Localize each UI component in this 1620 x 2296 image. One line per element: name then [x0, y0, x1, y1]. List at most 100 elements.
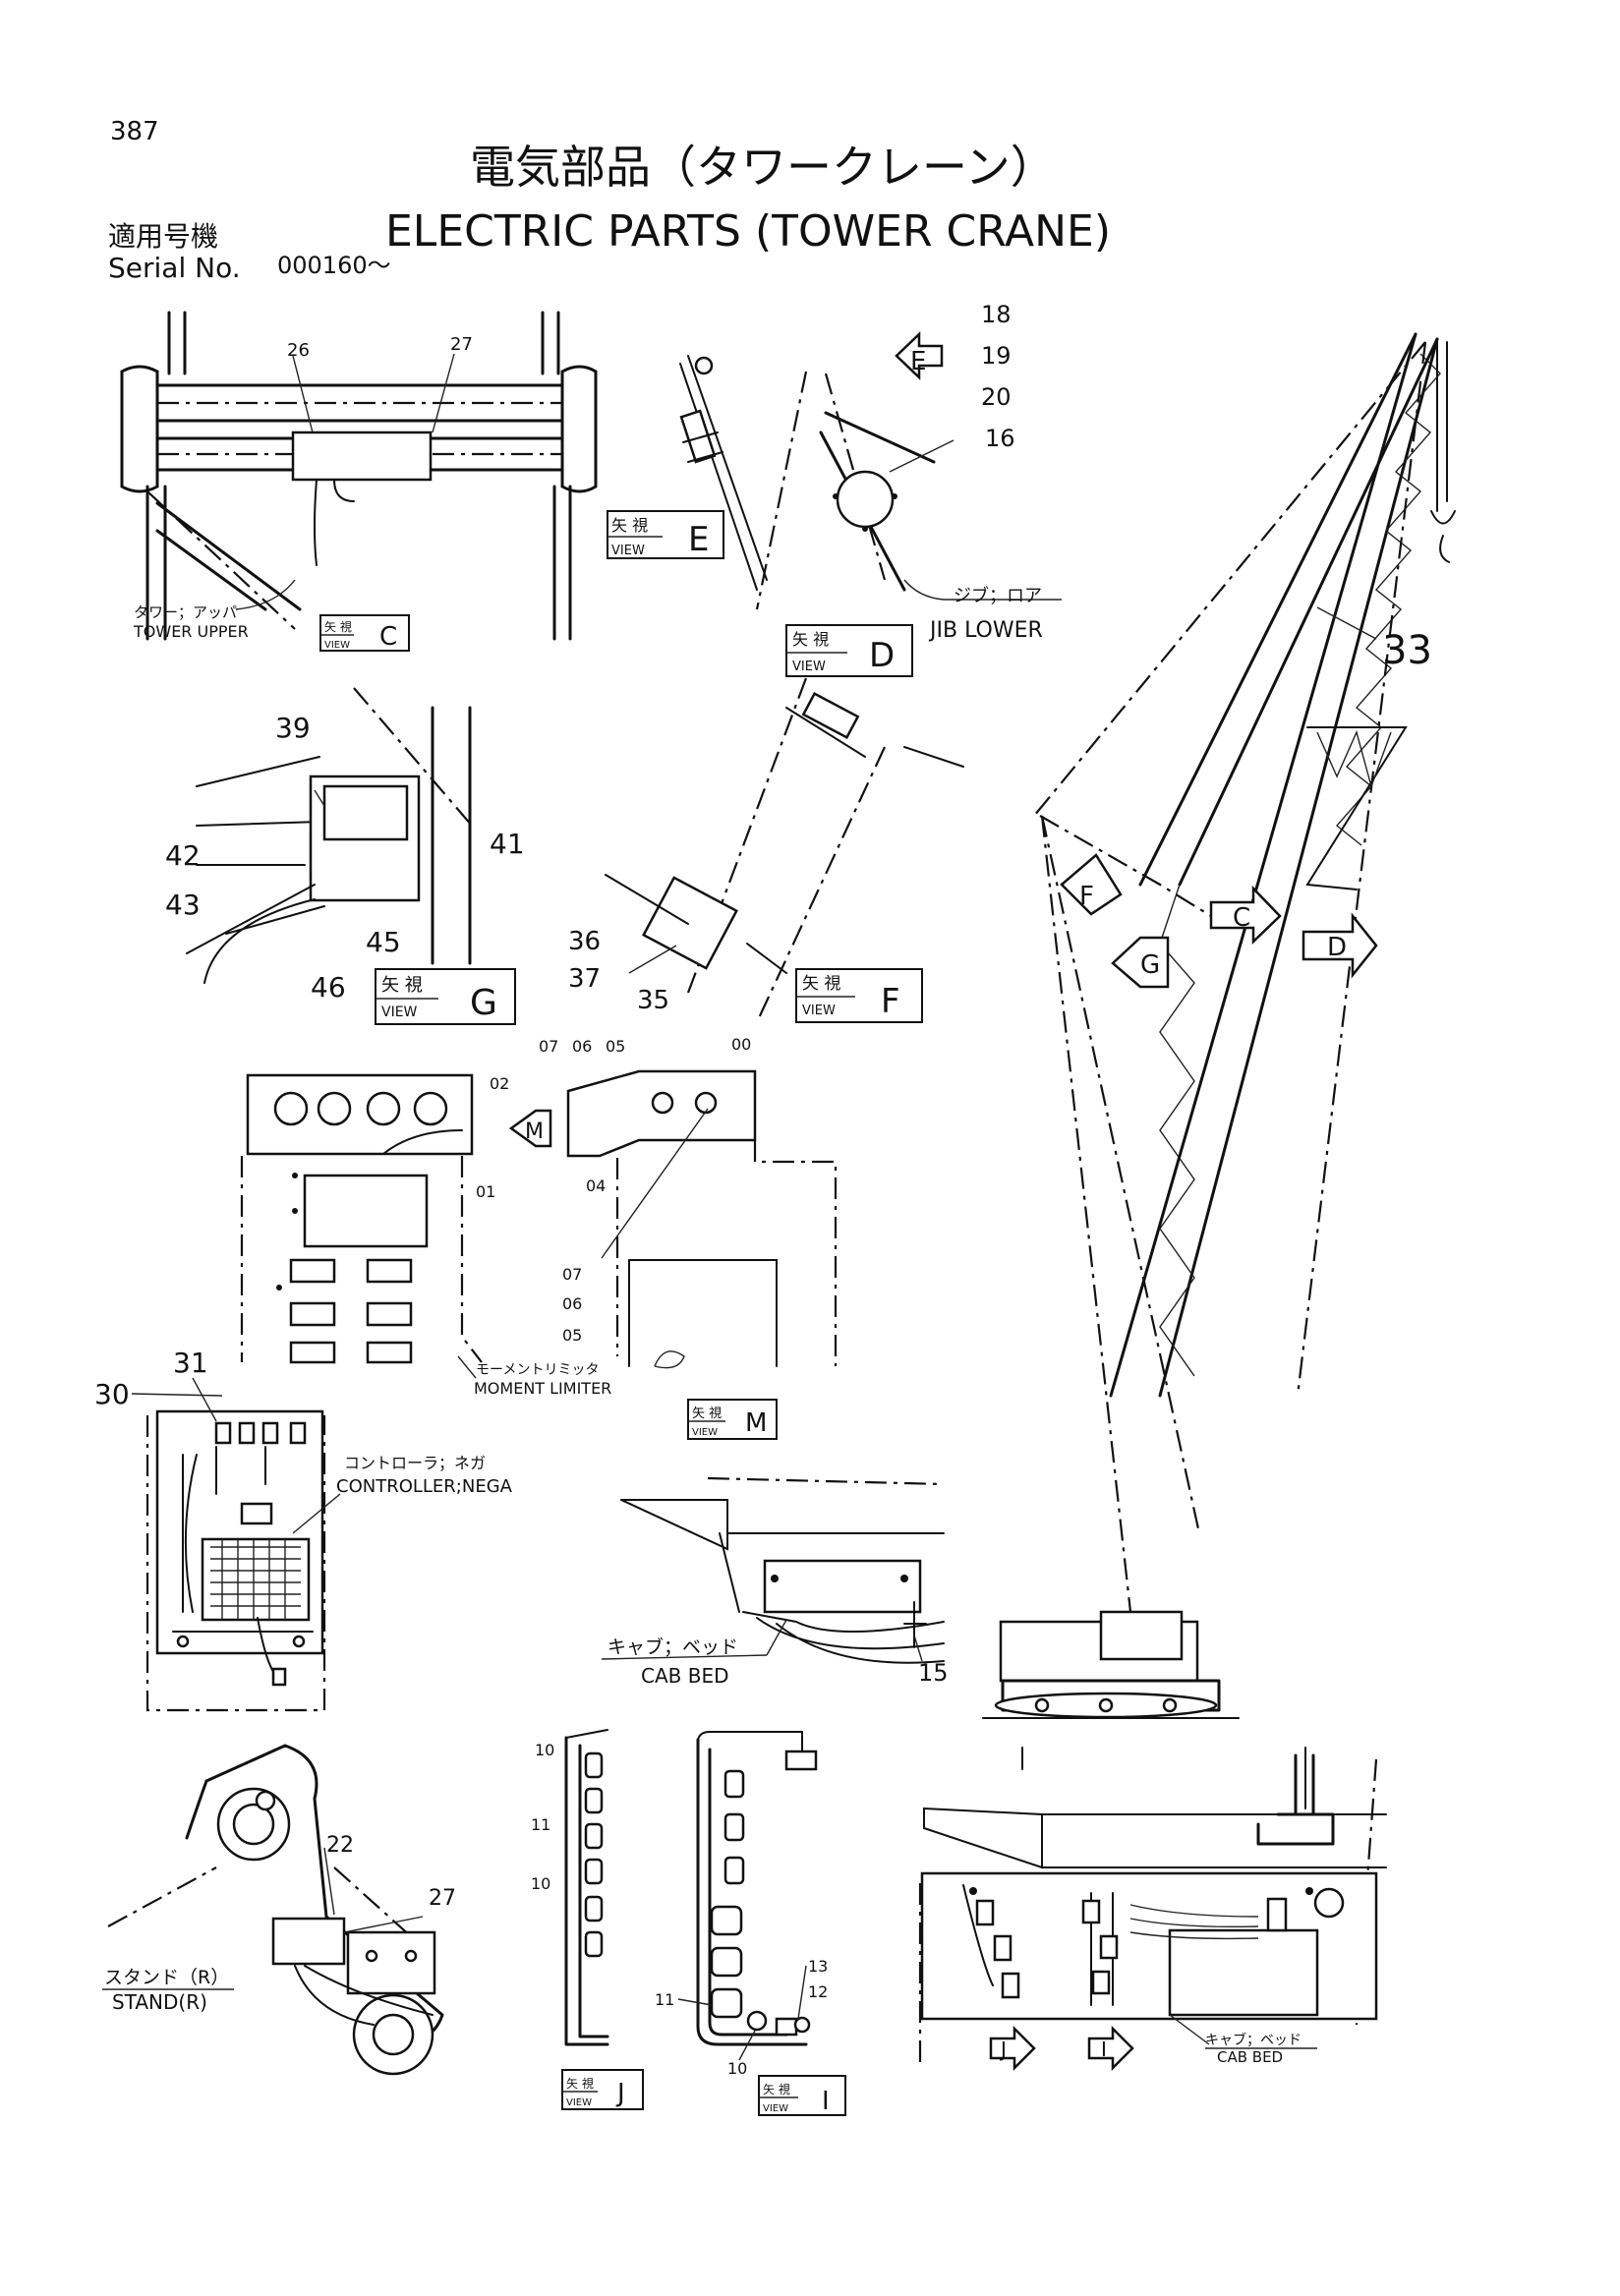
page-number: 387: [110, 117, 159, 146]
callout-18: 18: [981, 301, 1012, 328]
callout-01: 01: [476, 1182, 495, 1201]
view-f-label: 矢 視 VIEW F: [795, 968, 923, 1023]
callout-45: 45: [366, 926, 401, 958]
tower-upper-label-jp: タワー；アッパ: [134, 603, 237, 621]
callout-05-top: 05: [606, 1037, 625, 1056]
cab-bed-right-drawing: [918, 1747, 1387, 2064]
callout-07-top: 07: [539, 1037, 558, 1056]
callout-10-j-top: 10: [535, 1741, 554, 1759]
svg-text:VIEW: VIEW: [692, 1427, 718, 1438]
callout-06-top: 06: [572, 1037, 592, 1056]
svg-text:I: I: [1101, 2038, 1107, 2061]
jib-lower-label-jp: ジブ；ロア: [954, 585, 1042, 606]
svg-text:矢 視: 矢 視: [792, 630, 829, 649]
callout-06-side: 06: [562, 1294, 582, 1313]
view-m-label: 矢 視 VIEW M: [687, 1399, 778, 1440]
callout-31: 31: [173, 1347, 208, 1379]
svg-text:矢 視: 矢 視: [763, 2082, 790, 2096]
arrow-j-marker: J: [989, 2025, 1036, 2072]
callout-37: 37: [568, 964, 601, 994]
stand-r-drawing: [107, 1744, 444, 2076]
moment-limiter-label-jp: モーメントリミッタ: [476, 1362, 599, 1378]
callout-11-i: 11: [655, 1990, 674, 2009]
callout-36: 36: [568, 927, 601, 956]
controller-nega-drawing: [145, 1409, 326, 1712]
callout-35: 35: [637, 986, 669, 1015]
view-d-label: 矢 視 VIEW D: [785, 624, 913, 677]
arrow-f-marker: F: [1060, 853, 1123, 916]
callout-12: 12: [808, 1982, 828, 2001]
svg-text:VIEW: VIEW: [381, 1004, 418, 1020]
callout-42: 42: [165, 839, 201, 872]
callout-22: 22: [326, 1833, 354, 1858]
svg-text:J: J: [999, 2038, 1007, 2061]
svg-text:D: D: [869, 636, 895, 675]
page-title-jp: 電気部品（タワークレーン）: [470, 141, 1056, 194]
callout-07-side: 07: [562, 1265, 582, 1284]
serial-label-en: Serial No.: [108, 252, 241, 284]
callout-39: 39: [275, 712, 311, 744]
svg-text:矢 視: 矢 視: [611, 516, 648, 535]
view-g-label: 矢 視 VIEW G: [375, 968, 516, 1025]
arrow-e-marker: E: [895, 331, 944, 380]
moment-limiter-detail: [566, 1069, 838, 1369]
tower-upper-label-en: TOWER UPPER: [133, 622, 249, 641]
callout-27-stand: 27: [429, 1886, 456, 1911]
callout-10-j-mid: 10: [531, 1874, 550, 1893]
arrow-c-marker: C: [1209, 885, 1282, 945]
callout-16: 16: [985, 425, 1015, 452]
view-f-drawing: [605, 677, 964, 1023]
svg-text:VIEW: VIEW: [324, 640, 350, 651]
callout-33: 33: [1382, 628, 1432, 673]
svg-text:矢 視: 矢 視: [324, 619, 352, 634]
svg-text:VIEW: VIEW: [763, 2103, 788, 2114]
view-e-drawing: [679, 355, 768, 591]
svg-text:F: F: [881, 982, 900, 1021]
serial-value: 000160～: [277, 252, 391, 279]
callout-00: 00: [731, 1035, 751, 1054]
svg-text:E: E: [688, 520, 709, 559]
callout-11-j: 11: [531, 1815, 550, 1834]
callout-30: 30: [94, 1378, 130, 1410]
callout-10-i: 10: [727, 2059, 747, 2078]
callout-46: 46: [311, 971, 346, 1004]
view-j-label: 矢 視 VIEW J: [561, 2069, 644, 2110]
moment-limiter-drawing: [240, 1073, 483, 1364]
svg-text:矢 視: 矢 視: [381, 975, 423, 996]
callout-04: 04: [586, 1177, 606, 1195]
page-title-en: ELECTRIC PARTS (TOWER CRANE): [385, 206, 1111, 257]
view-e-label: 矢 視 VIEW E: [607, 510, 724, 559]
svg-text:C: C: [1233, 903, 1250, 933]
jib-lower-label-en: JIB LOWER: [928, 618, 1043, 643]
jib-lower-drawing: [755, 371, 1062, 610]
svg-text:M: M: [745, 1408, 767, 1438]
svg-text:M: M: [525, 1119, 544, 1144]
callout-15: 15: [918, 1659, 949, 1687]
svg-text:C: C: [379, 622, 397, 652]
stand-label-jp: スタンド（R）: [104, 1967, 229, 1988]
arrow-i-marker: I: [1087, 2025, 1134, 2072]
view-g-drawing: [186, 687, 473, 984]
controller-label-jp: コントローラ；ネガ: [344, 1454, 486, 1472]
callout-41: 41: [490, 828, 525, 860]
view-j-drawing: [564, 1729, 609, 2046]
svg-text:矢 視: 矢 視: [566, 2076, 594, 2091]
view-i-label: 矢 視 VIEW I: [758, 2075, 846, 2116]
arrow-m-marker: M: [508, 1109, 552, 1148]
svg-text:VIEW: VIEW: [566, 2097, 592, 2108]
svg-text:矢 視: 矢 視: [802, 974, 840, 994]
cab-bed-center-drawing: [620, 1476, 945, 1664]
svg-text:F: F: [1079, 882, 1094, 911]
callout-13: 13: [808, 1957, 828, 1976]
controller-label-en: CONTROLLER;NEGA: [336, 1476, 513, 1497]
callout-43: 43: [165, 889, 201, 921]
callout-19: 19: [981, 342, 1012, 370]
tower-crane-side-view: [982, 332, 1456, 1719]
view-i-drawing: [696, 1731, 818, 2046]
tower-upper-drawing: [120, 311, 598, 641]
svg-text:D: D: [1327, 933, 1347, 962]
callout-02: 02: [490, 1074, 509, 1093]
cab-bed-label-en: CAB BED: [641, 1664, 728, 1688]
moment-limiter-label-en: MOMENT LIMITER: [474, 1379, 611, 1398]
